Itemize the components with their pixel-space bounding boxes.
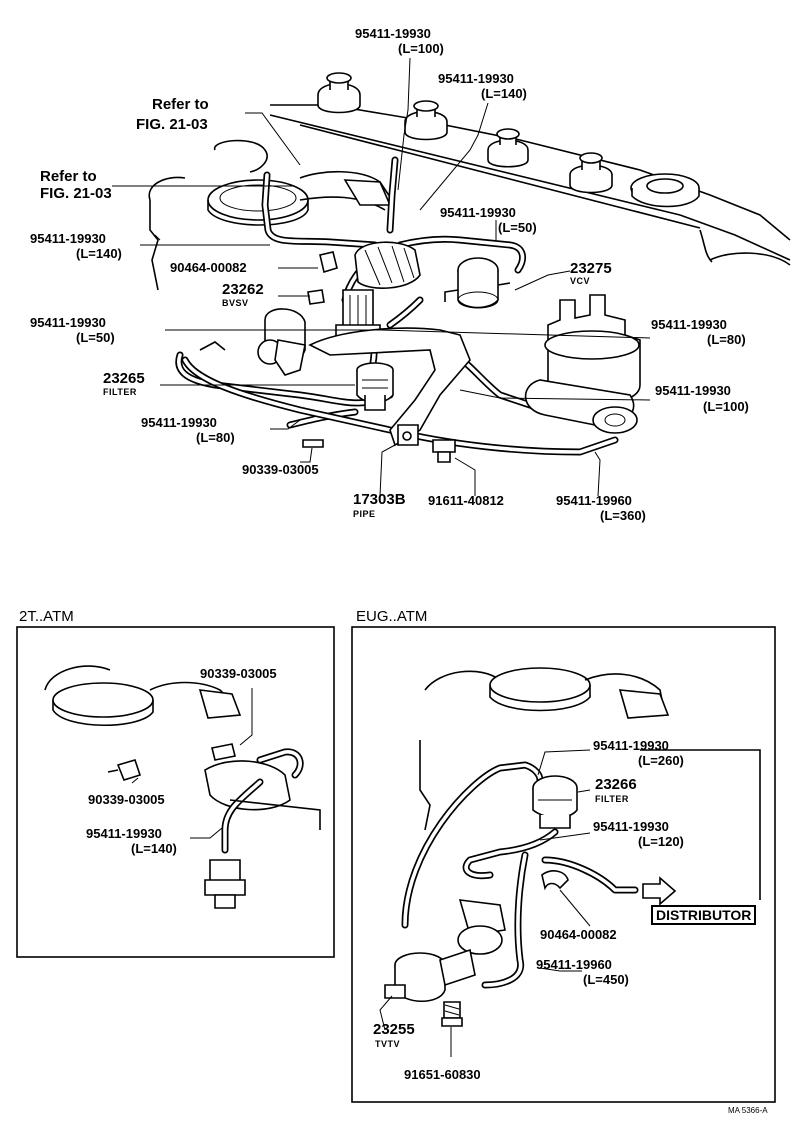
hose-length-label: (L=80) — [707, 332, 746, 347]
vcv-part-label: 23275 — [570, 260, 612, 277]
panel-eug-drawing — [379, 667, 761, 1057]
hose-part-label: 95411-19930 — [593, 738, 669, 753]
filter-part-label: 23265 — [103, 370, 145, 387]
hose-part-label: 95411-19930 — [30, 315, 106, 330]
bolt-part-label: 91611-40812 — [428, 493, 504, 508]
hose-part-label: 95411-19930 — [651, 317, 727, 332]
plug-part-label: 90339-03005 — [200, 666, 277, 681]
hose-part-label: 95411-19930 — [86, 826, 162, 841]
figure-code: MA 5366-A — [728, 1106, 768, 1115]
hose-length-label: (L=80) — [196, 430, 235, 445]
clamp-part-label: 90464-00082 — [540, 927, 617, 942]
throttle-body-left — [199, 308, 306, 376]
panel-eug-title: EUG..ATM — [356, 608, 428, 625]
hose-part-label: 95411-19930 — [593, 819, 669, 834]
hose-part-label: 95411-19960 — [536, 957, 612, 972]
filter-name-label: FILTER — [103, 387, 137, 397]
filter-23265 — [356, 362, 394, 411]
reference-note: Refer to — [152, 96, 209, 113]
plug-part-label: 90339-03005 — [88, 792, 165, 807]
bvsv-part-label: 23262 — [222, 281, 264, 298]
hose-length-label: (L=140) — [76, 246, 122, 261]
panel-eug-frame — [351, 626, 776, 1103]
engine-block-outline — [148, 72, 791, 291]
panel-2t-drawing — [44, 665, 321, 909]
hose-part-label: 95411-19930 — [355, 26, 431, 41]
hose-part-label: 95411-19930 — [30, 231, 106, 246]
reference-note: FIG. 21-03 — [40, 185, 112, 202]
distributor-label: DISTRIBUTOR — [651, 905, 757, 925]
panel-2t-title: 2T..ATM — [19, 608, 74, 625]
hose-length-label: (L=360) — [600, 508, 646, 523]
hose-length-label: (L=260) — [638, 753, 684, 768]
hose-length-label: (L=50) — [76, 330, 115, 345]
bolt-part-label: 91651-60830 — [404, 1067, 481, 1082]
hose-length-label: (L=100) — [703, 399, 749, 414]
reference-note: Refer to — [40, 168, 97, 185]
air-cleaner — [207, 170, 393, 226]
panel-2t-frame — [16, 626, 335, 958]
filter-part-label: 23266 — [595, 776, 637, 793]
clamp-part-label: 90464-00082 — [170, 260, 247, 275]
plug-part-label: 90339-03005 — [242, 462, 319, 477]
hose-part-label: 95411-19930 — [438, 71, 514, 86]
hose-length-label: (L=50) — [498, 220, 537, 235]
vcv-valve — [444, 257, 511, 309]
main-leader-lines — [112, 57, 651, 497]
pipe-part-label: 17303B — [353, 491, 406, 508]
filter-name-label: FILTER — [595, 794, 629, 804]
bracket-pipe — [308, 327, 471, 447]
hose-length-label: (L=140) — [481, 86, 527, 101]
pipe-name-label: PIPE — [353, 509, 376, 519]
hose-length-label: (L=120) — [638, 834, 684, 849]
small-parts — [302, 251, 456, 463]
tvtv-part-label: 23255 — [373, 1021, 415, 1038]
hose-part-label: 95411-19930 — [655, 383, 731, 398]
hose-length-label: (L=140) — [131, 841, 177, 856]
bvsv-name-label: BVSV — [222, 298, 249, 308]
hose-part-label: 95411-19930 — [141, 415, 217, 430]
hose-part-label: 95411-19930 — [440, 205, 516, 220]
hose-length-label: (L=100) — [398, 41, 444, 56]
hose-part-label: 95411-19960 — [556, 493, 632, 508]
tvtv-name-label: TVTV — [375, 1039, 401, 1049]
hose-length-label: (L=450) — [583, 972, 629, 987]
distributor — [524, 294, 641, 434]
reference-note: FIG. 21-03 — [136, 116, 208, 133]
vcv-name-label: VCV — [570, 276, 591, 286]
